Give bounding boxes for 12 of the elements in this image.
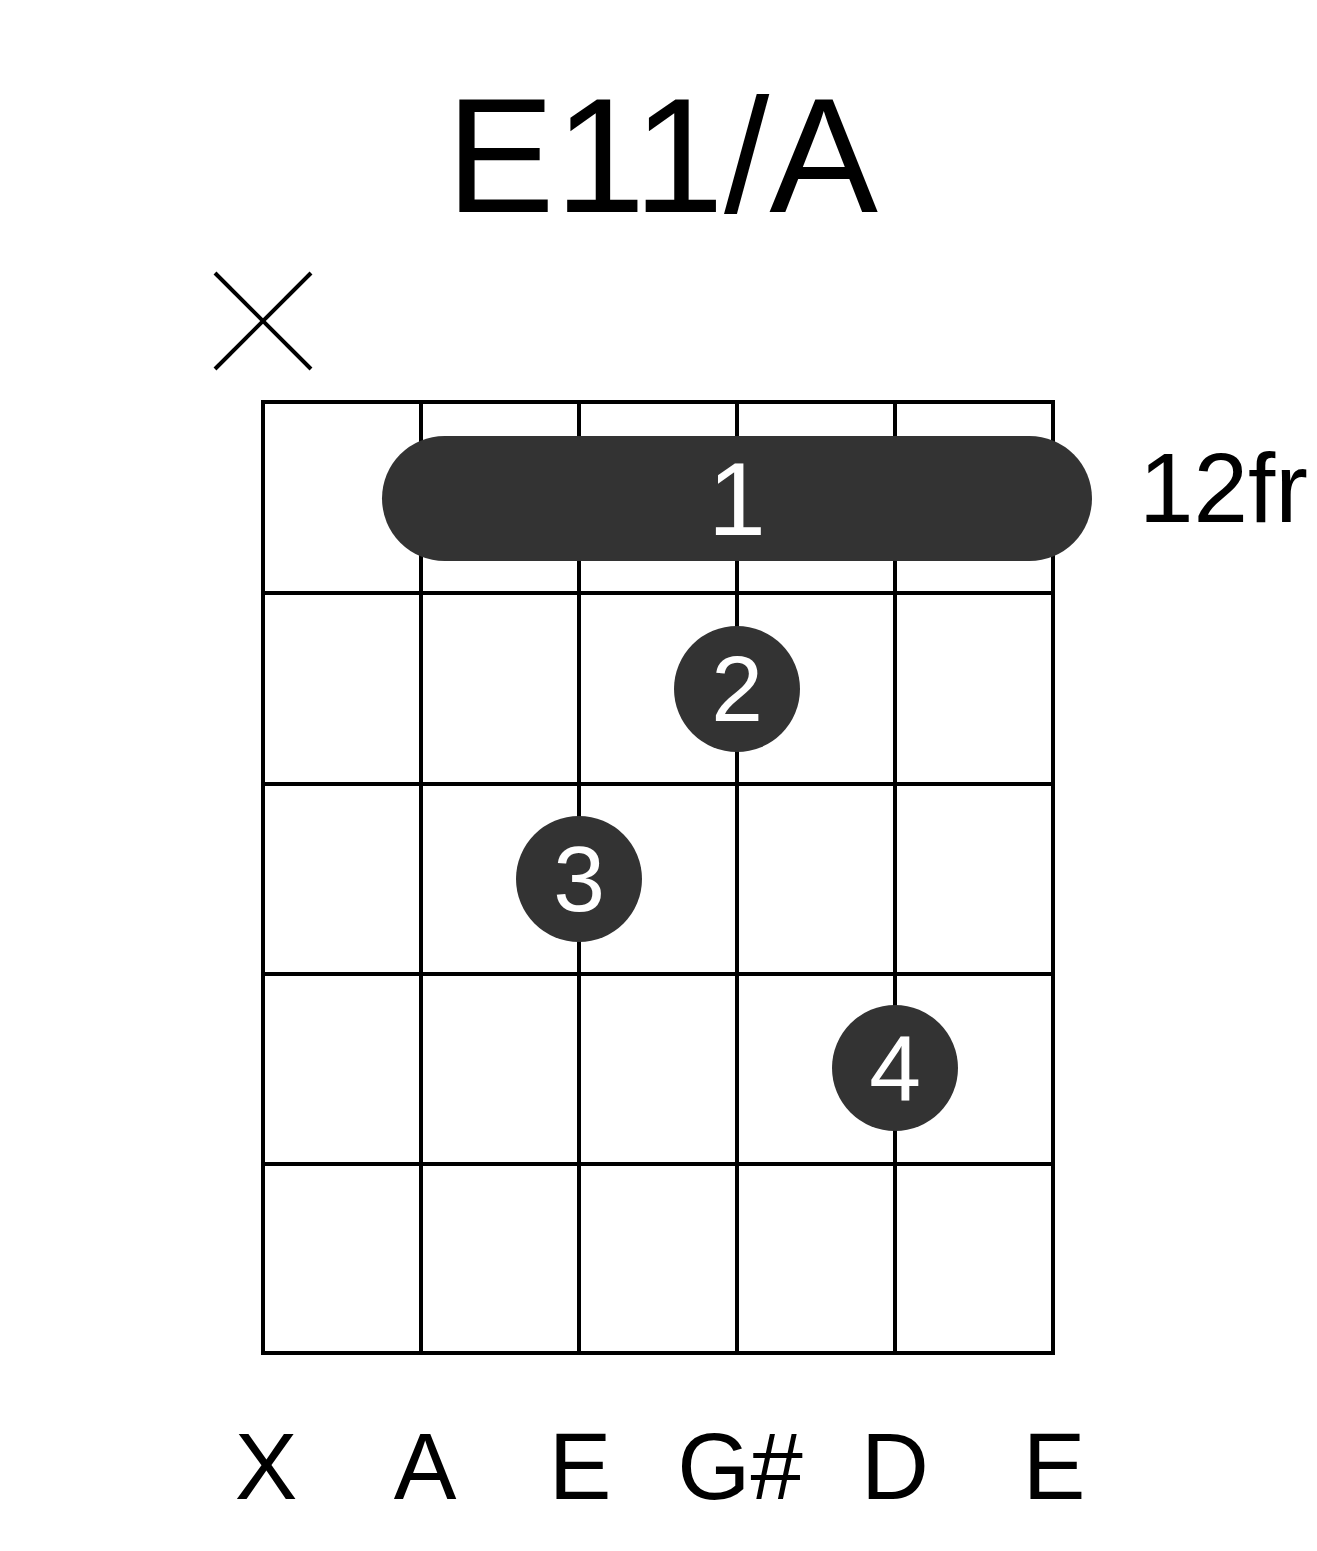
finger-dot: 4: [832, 1005, 958, 1131]
finger-dot: 3: [516, 816, 642, 942]
fret-number-label: 12fr: [1139, 439, 1308, 538]
string-note-label: D: [861, 1420, 929, 1515]
string-note-label: A: [393, 1420, 457, 1515]
string-note-label: G#: [677, 1420, 803, 1515]
string-note-label: E: [548, 1420, 612, 1515]
string-note-label: X: [234, 1420, 298, 1515]
string-note-label: E: [1022, 1420, 1086, 1515]
barre-bar: 1: [382, 436, 1092, 561]
finger-dot: 2: [674, 626, 800, 752]
chord-title: E11/A: [446, 74, 878, 237]
